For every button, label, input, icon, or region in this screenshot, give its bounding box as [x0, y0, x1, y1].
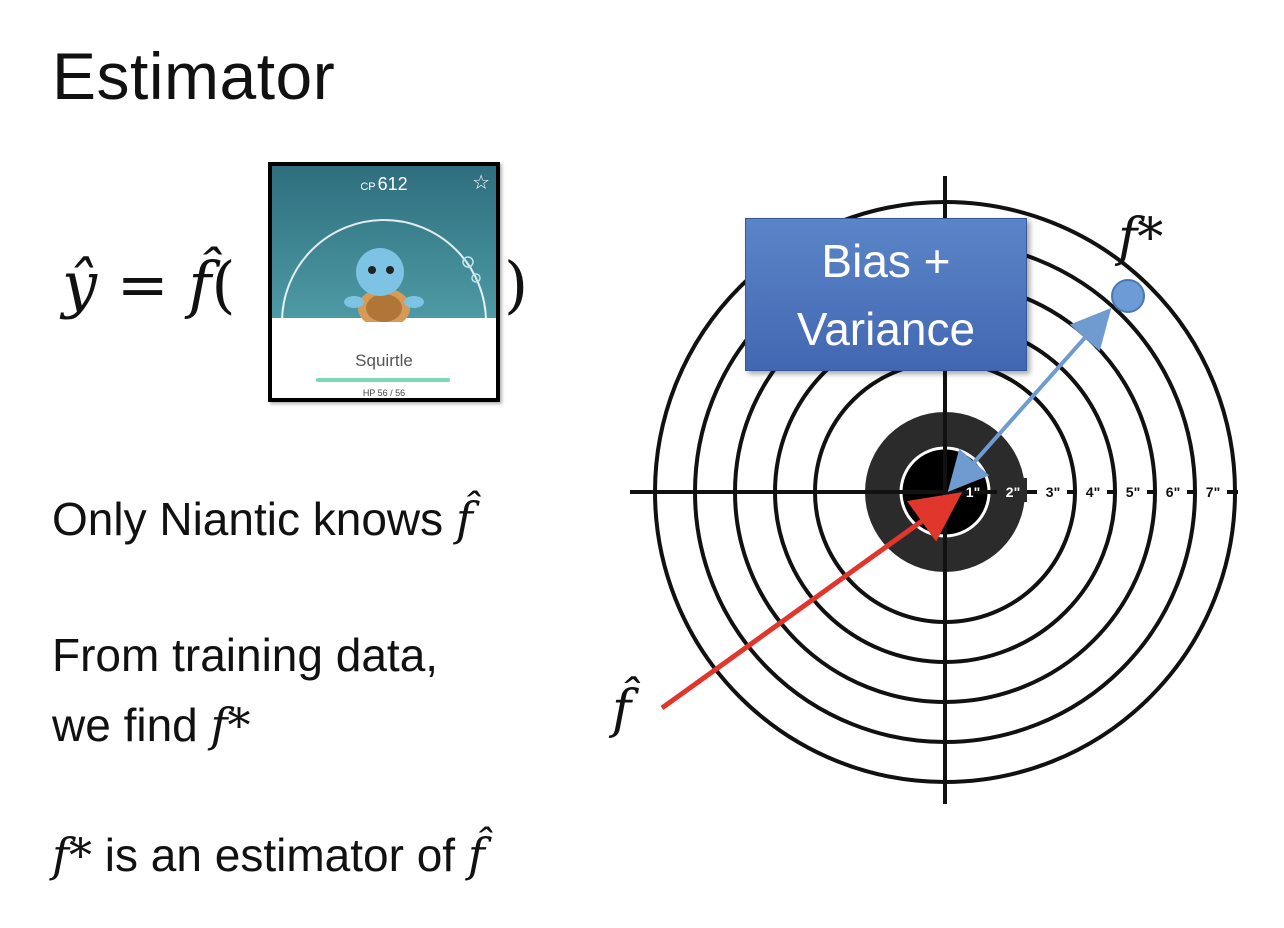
f-star-dot — [1111, 279, 1145, 313]
pokemon-name: Squirtle — [355, 351, 413, 370]
bias-variance-line1: Bias + — [821, 235, 951, 287]
formula-open-paren: ( — [211, 248, 236, 321]
ring-label: 7" — [1206, 484, 1220, 500]
text-only-niantic: Only Niantic knows f̂ — [52, 492, 473, 546]
text-we-find: we find f* — [52, 698, 251, 752]
ring-label: 2" — [1006, 484, 1020, 500]
pokemon-illustration — [281, 219, 487, 322]
red-arrow — [660, 492, 963, 711]
ring-label: 1" — [966, 484, 980, 500]
ring-label-bg — [1157, 478, 1187, 502]
label-f-star: f* — [1118, 208, 1164, 268]
blue-double-arrow — [947, 308, 1112, 492]
star-icon: ☆ — [472, 172, 490, 194]
formula-close-paren: ) — [504, 248, 529, 321]
ring-label: 6" — [1166, 484, 1180, 500]
text-from-training: From training data, — [52, 629, 439, 681]
ring-label: 4" — [1086, 484, 1100, 500]
hp-text: HP 56 / 56 — [362, 388, 406, 398]
ring-label: 3" — [1046, 484, 1060, 500]
estimator-formula: ŷ = f̂( ) — [62, 248, 528, 321]
bias-variance-box: Bias + Variance — [745, 218, 1027, 371]
label-f-hat: f̂ — [612, 680, 632, 740]
ring-label-bg — [1117, 478, 1147, 502]
bias-variance-line2: Variance — [796, 303, 976, 355]
hp-bar — [316, 378, 450, 382]
slide-title: Estimator — [52, 39, 336, 113]
text-estimator-of: f* is an estimator of f̂ — [52, 828, 485, 882]
ring-label: 5" — [1126, 484, 1140, 500]
ring-label-bg — [1197, 478, 1227, 502]
formula-left: ŷ = f̂ — [62, 248, 212, 321]
